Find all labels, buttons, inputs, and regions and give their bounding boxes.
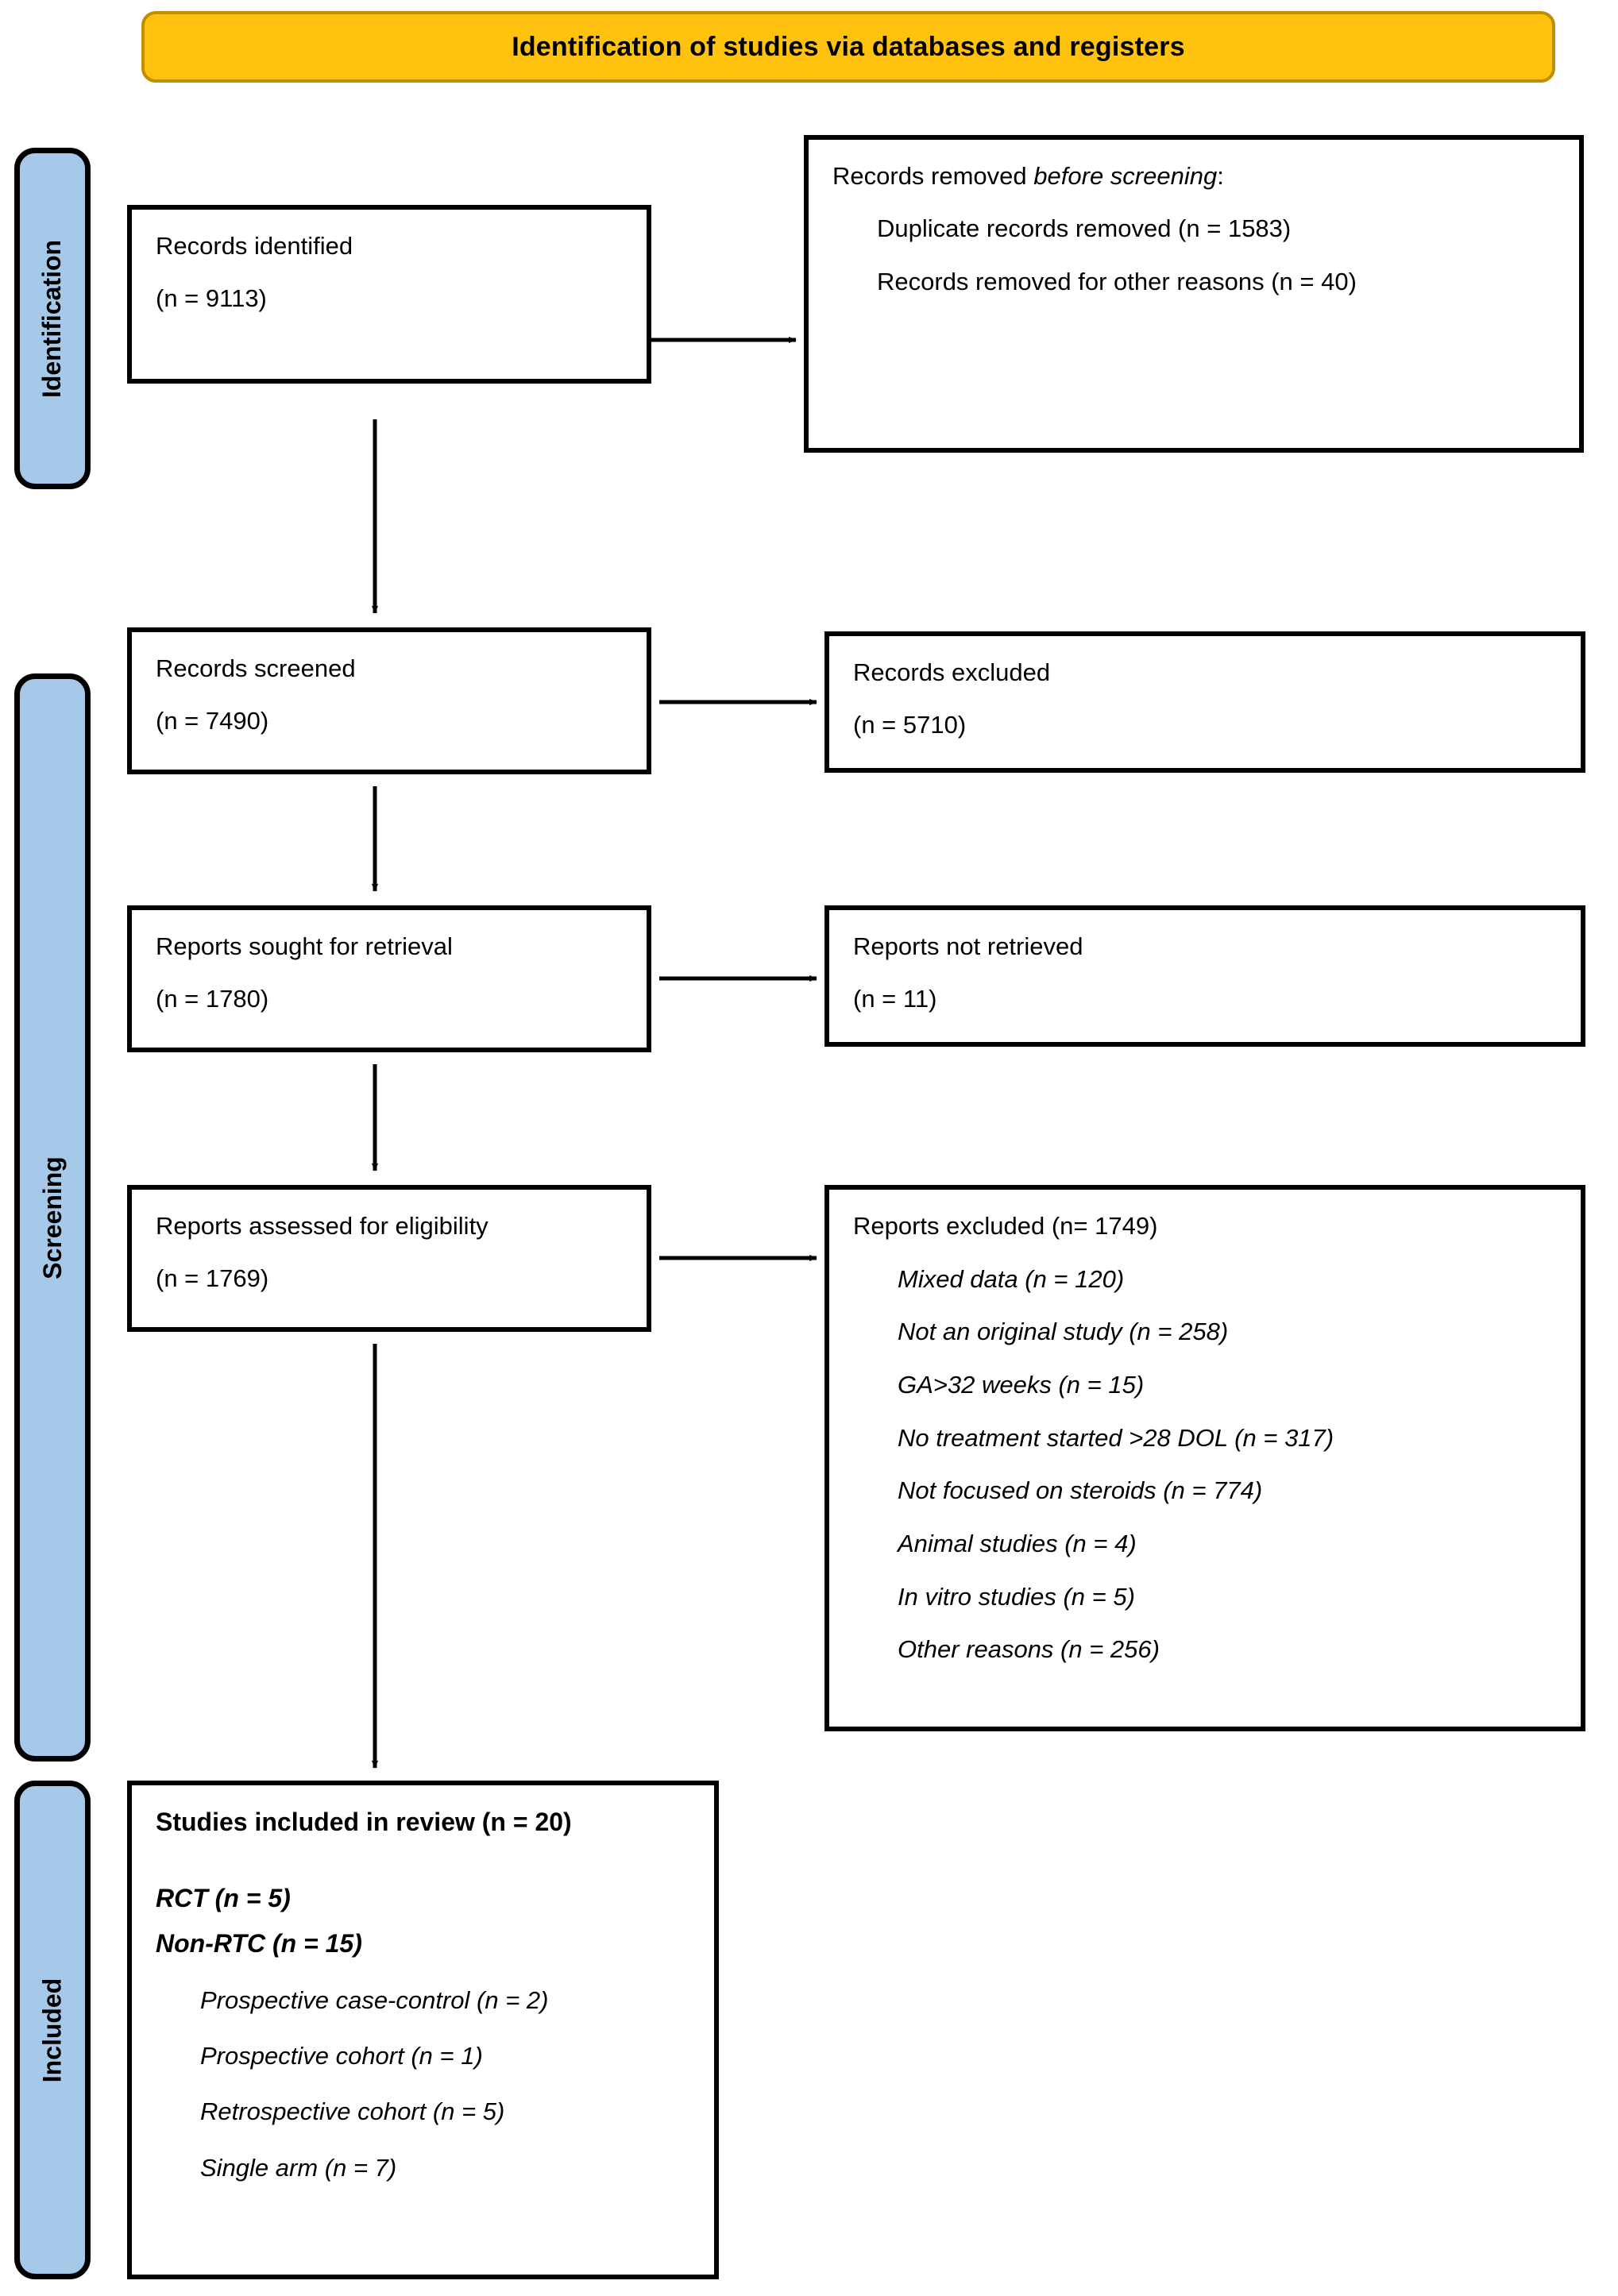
stage-label-identification: Identification [14, 148, 91, 489]
reports-assessed-count: (n = 1769) [156, 1264, 269, 1293]
reports-excluded-reason: Not an original study (n = 258) [898, 1318, 1229, 1346]
reports-excluded-reason: Mixed data (n = 120) [898, 1264, 1125, 1293]
box-reports-excluded: Reports excluded (n= 1749) Mixed data (n… [824, 1185, 1585, 1731]
reports-not-retrieved-count: (n = 11) [853, 985, 937, 1013]
diagram-title-text: Identification of studies via databases … [512, 31, 1185, 62]
reports-not-retrieved-label: Reports not retrieved [853, 932, 1083, 960]
records-screened-count: (n = 7490) [156, 707, 269, 735]
box-reports-sought-for-retrieval: Reports sought for retrieval (n = 1780) [127, 905, 651, 1052]
box-reports-assessed-for-eligibility: Reports assessed for eligibility (n = 17… [127, 1185, 651, 1332]
records-screened-label: Records screened [156, 654, 356, 682]
reports-excluded-reason: Animal studies (n = 4) [898, 1530, 1137, 1558]
studies-included-subitem: Prospective cohort (n = 1) [200, 2042, 483, 2070]
studies-included-subitem: Retrospective cohort (n = 5) [200, 2097, 505, 2126]
reports-excluded-reason: In vitro studies (n = 5) [898, 1582, 1135, 1611]
studies-included-heading: Studies included in review (n = 20) [156, 1808, 572, 1836]
stage-label-included-text: Included [37, 1978, 67, 2082]
records-identified-label: Records identified [156, 232, 353, 260]
box-records-excluded: Records excluded (n = 5710) [824, 631, 1585, 773]
records-removed-title: Records removed before screening: [832, 160, 1555, 192]
reports-excluded-reason: No treatment started >28 DOL (n = 317) [898, 1423, 1334, 1452]
box-reports-not-retrieved: Reports not retrieved (n = 11) [824, 905, 1585, 1047]
reports-excluded-reason: Not focused on steroids (n = 774) [898, 1476, 1263, 1505]
records-excluded-label: Records excluded [853, 658, 1051, 686]
reports-excluded-title: Reports excluded (n= 1749) [853, 1212, 1158, 1240]
reports-assessed-label: Reports assessed for eligibility [156, 1212, 488, 1240]
box-records-identified: Records identified (n = 9113) [127, 205, 651, 384]
stage-label-included: Included [14, 1781, 91, 2279]
studies-included-category-nonrtc: Non-RTC (n = 15) [156, 1929, 362, 1958]
records-removed-title-italic: before screening [1033, 162, 1218, 190]
studies-included-category-rct: RCT (n = 5) [156, 1883, 291, 1912]
reports-sought-count: (n = 1780) [156, 985, 269, 1013]
studies-included-subitem: Prospective case-control (n = 2) [200, 1985, 549, 2014]
box-records-screened: Records screened (n = 7490) [127, 627, 651, 774]
box-records-removed-before-screening: Records removed before screening: Duplic… [804, 135, 1584, 453]
reports-sought-label: Reports sought for retrieval [156, 932, 453, 960]
records-removed-title-suffix: : [1217, 162, 1224, 190]
box-studies-included: Studies included in review (n = 20) RCT … [127, 1781, 719, 2279]
records-removed-title-plain: Records removed [832, 162, 1034, 190]
diagram-title-banner: Identification of studies via databases … [141, 11, 1555, 83]
records-removed-other: Records removed for other reasons (n = 4… [877, 267, 1357, 295]
stage-label-screening: Screening [14, 673, 91, 1762]
records-removed-duplicates: Duplicate records removed (n = 1583) [877, 214, 1292, 243]
records-identified-count: (n = 9113) [156, 284, 267, 313]
stage-label-identification-text: Identification [37, 239, 67, 398]
reports-excluded-reason: Other reasons (n = 256) [898, 1635, 1160, 1664]
reports-excluded-reason: GA>32 weeks (n = 15) [898, 1371, 1145, 1399]
records-excluded-count: (n = 5710) [853, 711, 967, 739]
stage-label-screening-text: Screening [37, 1156, 67, 1279]
studies-included-subitem: Single arm (n = 7) [200, 2153, 397, 2182]
